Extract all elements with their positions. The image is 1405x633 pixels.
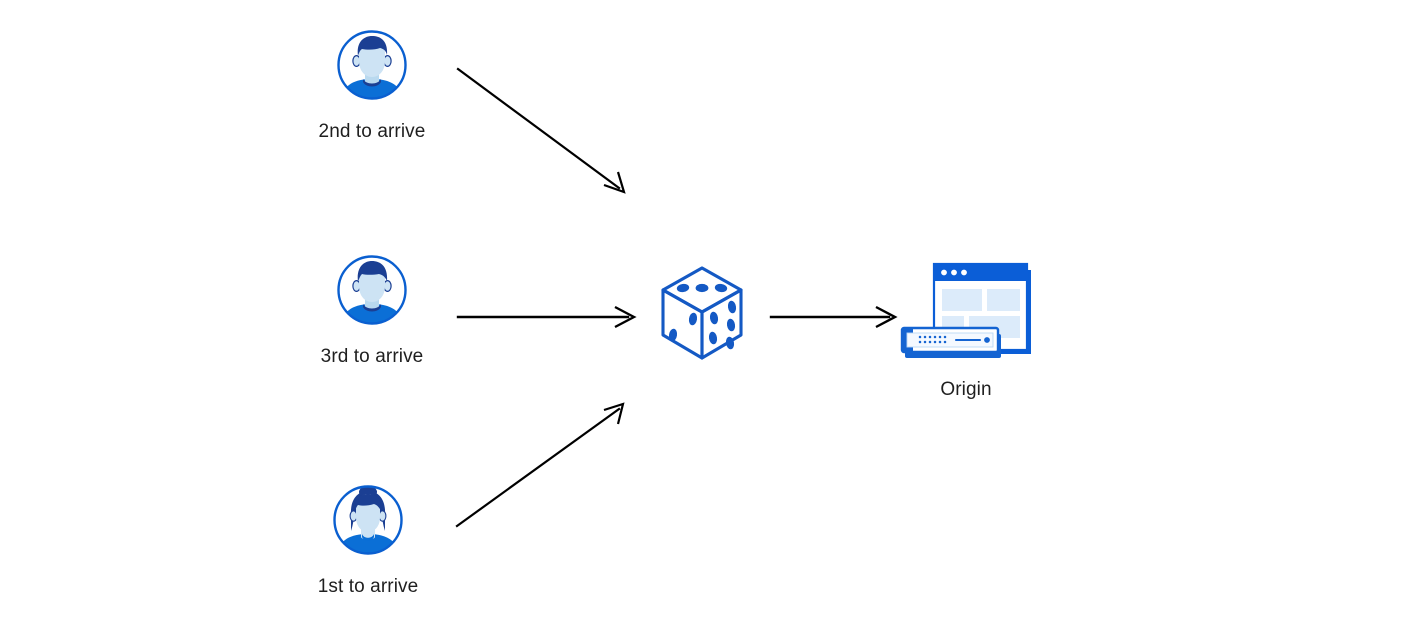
window-dot bbox=[941, 269, 947, 276]
node-label-client-1st: 1st to arrive bbox=[317, 576, 419, 597]
edge-3rd-to-dice bbox=[456, 305, 637, 329]
user-avatar-icon bbox=[335, 253, 409, 332]
server-browser-icon bbox=[898, 256, 1034, 367]
dice-icon bbox=[655, 262, 749, 369]
node-label-client-3rd: 3rd to arrive bbox=[320, 346, 424, 367]
edge-2nd-to-dice bbox=[456, 67, 626, 194]
user-avatar-long-hair-icon bbox=[331, 483, 405, 562]
node-label-client-2nd: 2nd to arrive bbox=[318, 121, 426, 142]
window-dot bbox=[951, 269, 957, 276]
node-client-2nd[interactable]: 2nd to arrive bbox=[276, 28, 468, 145]
edge-dice-to-origin bbox=[769, 305, 898, 329]
node-client-3rd[interactable]: 3rd to arrive bbox=[276, 253, 468, 370]
edge-1st-to-dice bbox=[455, 402, 625, 528]
user-avatar-icon bbox=[335, 28, 409, 107]
node-label-origin: Origin bbox=[940, 379, 992, 400]
window-dot bbox=[961, 269, 967, 276]
node-origin[interactable]: Origin bbox=[898, 256, 1034, 403]
node-randomizer[interactable] bbox=[655, 262, 749, 369]
node-client-1st[interactable]: 1st to arrive bbox=[272, 483, 464, 600]
